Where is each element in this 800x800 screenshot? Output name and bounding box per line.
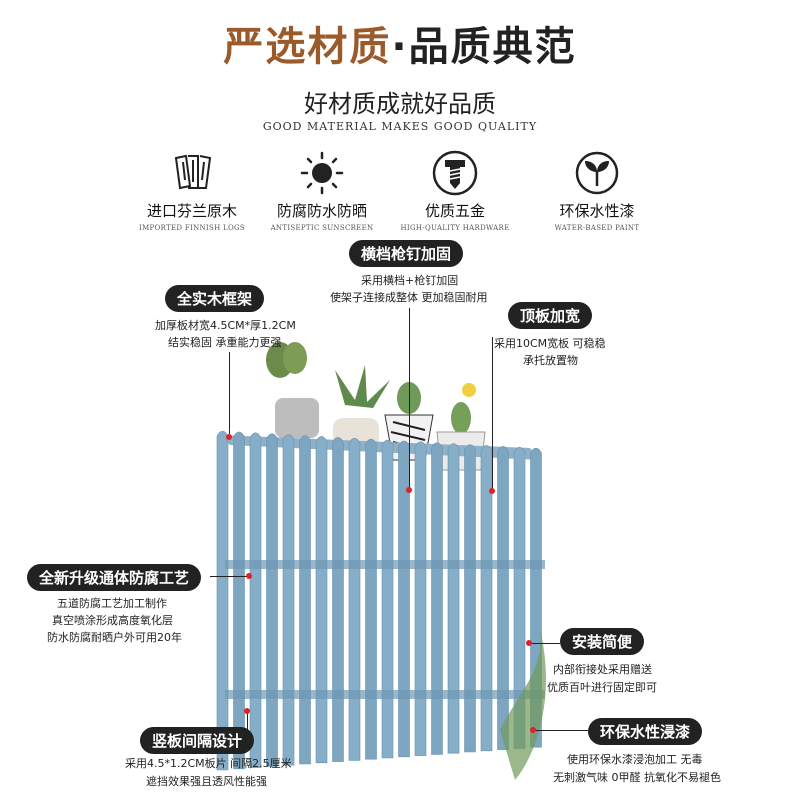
anticorrosion-line-3: 防水防腐耐晒户外可用20年 xyxy=(47,631,182,644)
subtitle: 好材质成就好品质 xyxy=(304,90,496,118)
paint-line-2: 无刺激气味 0甲醛 抗氧化不易褪色 xyxy=(553,771,721,784)
crossbar-line-2: 使架子连接成整体 更加稳固耐用 xyxy=(330,291,488,304)
feature-wood: 进口芬兰原木 IMPORTED FINNISH LOGS xyxy=(117,150,267,232)
solid-frame-line-1: 加厚板材宽4.5CM*厚1.2CM xyxy=(155,319,296,332)
top-board-title: 顶板加宽 xyxy=(508,302,593,329)
fence-picket xyxy=(233,431,245,770)
screw-icon xyxy=(432,150,478,196)
fence-picket xyxy=(447,443,460,754)
fence-picket xyxy=(431,442,443,755)
install-title: 安装简便 xyxy=(560,628,645,655)
fence-picket xyxy=(348,437,361,761)
fence-picket xyxy=(464,444,476,753)
anticorrosion-title: 全新升级通体防腐工艺 xyxy=(27,564,202,591)
paint-line-1: 使用环保水漆浸泡加工 无毒 xyxy=(567,753,703,766)
top-board-leader xyxy=(492,337,493,489)
wood-logs-icon xyxy=(174,154,212,190)
crossbar-line-1: 采用横档+枪钉加固 xyxy=(361,274,459,287)
page-title: 严选材质·品质典范 xyxy=(223,24,577,70)
fence-pickets xyxy=(216,430,542,771)
fence-picket xyxy=(216,430,229,771)
fence-picket xyxy=(414,441,427,756)
top-board-line-2: 承托放置物 xyxy=(523,354,578,367)
sun-icon xyxy=(300,151,344,195)
top-board-line-1: 采用10CM宽板 可稳稳 xyxy=(494,337,606,350)
feature-sun: 防腐防水防晒 ANTISEPTIC SUNSCREEN xyxy=(247,150,397,232)
fence-picket xyxy=(299,435,311,765)
crossbar-marker xyxy=(406,487,412,493)
install-leader xyxy=(532,643,560,644)
anticorrosion-line-2: 真空喷涂形成高度氧化层 xyxy=(52,614,173,627)
fence-picket xyxy=(381,439,394,759)
crossbar-leader xyxy=(409,308,410,488)
fence-picket xyxy=(398,440,410,758)
anticorrosion-leader xyxy=(210,576,248,577)
solid-frame-title: 全实木框架 xyxy=(165,285,265,312)
install-line-1: 内部衔接处采用赠送 xyxy=(553,663,652,676)
paint-leader xyxy=(536,730,588,731)
subtitle-english: GOOD MATERIAL MAKES GOOD QUALITY xyxy=(262,120,538,133)
install-marker xyxy=(526,640,532,646)
feature-hardware: 优质五金 HIGH-QUALITY HARDWARE xyxy=(380,150,530,232)
solid-frame-marker xyxy=(226,434,232,440)
install-line-2: 优质百叶进行固定即可 xyxy=(547,681,657,694)
fence-picket xyxy=(480,445,493,752)
solid-frame-leader xyxy=(229,352,230,435)
spacing-title: 竖板间隔设计 xyxy=(140,727,255,754)
feature-paint: 环保水性漆 WATER-BASED PAINT xyxy=(522,150,672,232)
paint-marker xyxy=(530,727,536,733)
fence-picket xyxy=(249,432,262,768)
spacing-line-1: 采用4.5*1.2CM板片 间隔2.5厘米 xyxy=(125,757,292,770)
fence-picket xyxy=(365,438,377,760)
sprout-icon xyxy=(575,151,619,195)
fence-picket xyxy=(282,434,295,766)
spacing-marker xyxy=(244,708,250,714)
paint-title: 环保水性浸漆 xyxy=(588,718,703,745)
crossbar-title: 横档枪钉加固 xyxy=(349,240,464,267)
top-board-marker xyxy=(489,488,495,494)
fence-picket xyxy=(266,433,278,767)
spacing-line-2: 遮挡效果强且透风性能强 xyxy=(146,775,267,788)
spacing-leader xyxy=(247,712,248,738)
fence-planter-image xyxy=(216,342,546,780)
fence-picket xyxy=(332,437,344,762)
solid-frame-line-2: 结实稳固 承重能力更强 xyxy=(168,336,282,349)
fence-picket xyxy=(315,436,328,764)
anticorrosion-line-1: 五道防腐工艺加工制作 xyxy=(57,597,167,610)
fence-picket xyxy=(497,446,509,750)
anticorrosion-marker xyxy=(246,573,252,579)
